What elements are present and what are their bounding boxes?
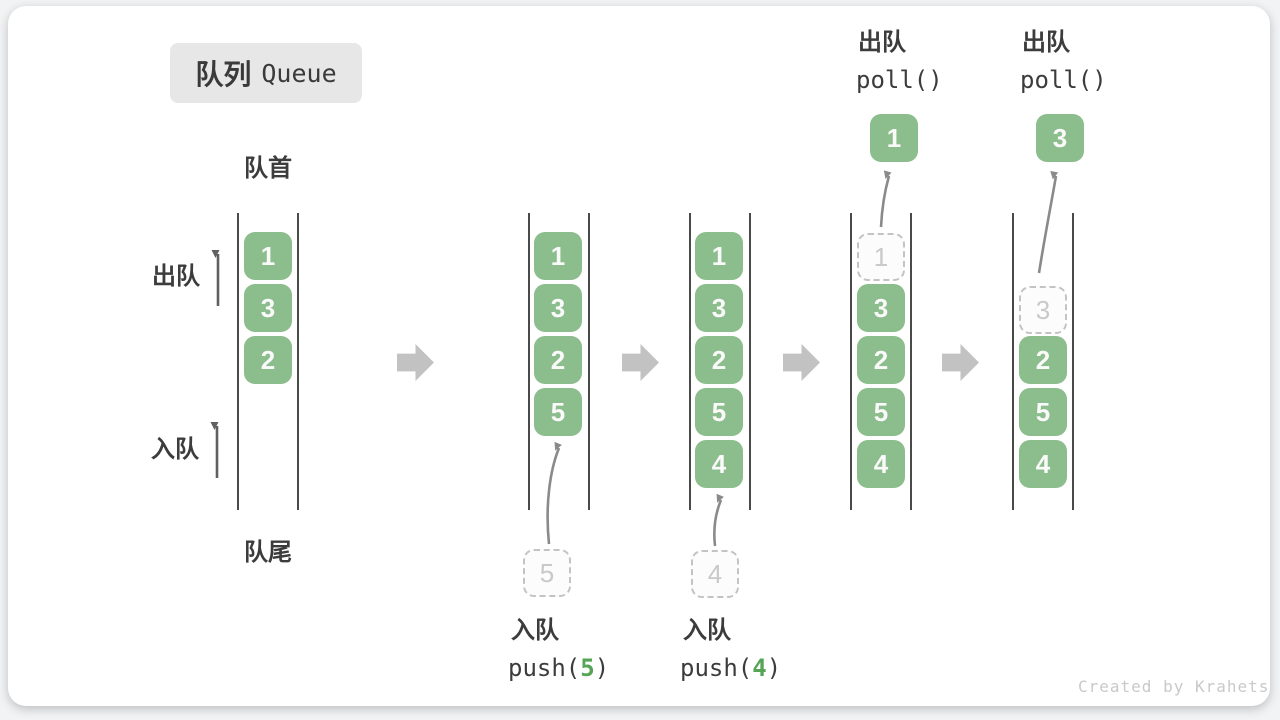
queue-wall <box>850 213 852 510</box>
queue-item: 2 <box>857 336 905 384</box>
queue-wall <box>689 213 691 510</box>
label-queue-front: 队首 <box>244 155 292 182</box>
queue-item: 3 <box>857 284 905 332</box>
queue-item: 3 <box>244 284 292 332</box>
code-arg: 5 <box>580 654 595 682</box>
title-en: Queue <box>261 58 337 88</box>
queue-item: 2 <box>695 336 743 384</box>
removed-item: 1 <box>857 233 905 281</box>
queue-item: 1 <box>695 232 743 280</box>
queue-wall <box>1012 213 1014 510</box>
queue-item: 4 <box>857 440 905 488</box>
caption-enqueue-code: push(4) <box>680 654 781 682</box>
popped-item: 1 <box>870 114 918 162</box>
caption-enqueue-title: 入队 <box>511 617 559 644</box>
queue-wall <box>749 213 751 510</box>
queue-item: 2 <box>534 336 582 384</box>
queue-wall <box>910 213 912 510</box>
queue-item: 1 <box>534 232 582 280</box>
label-dequeue-side: 出队 <box>152 263 200 290</box>
title-zh: 队列 <box>195 59 252 90</box>
incoming-item: 4 <box>691 550 739 598</box>
caption-enqueue-code: push(5) <box>508 654 609 682</box>
label-queue-rear: 队尾 <box>244 539 292 566</box>
queue-item: 5 <box>857 388 905 436</box>
queue-wall <box>297 213 299 510</box>
queue-item: 1 <box>244 232 292 280</box>
caption-dequeue-code: poll() <box>856 66 943 94</box>
title-badge: 队列 Queue <box>170 43 362 103</box>
popped-item: 3 <box>1036 114 1084 162</box>
queue-wall <box>237 213 239 510</box>
queue-wall <box>1072 213 1074 510</box>
queue-item: 2 <box>1019 336 1067 384</box>
queue-item: 4 <box>1019 440 1067 488</box>
queue-item: 5 <box>534 388 582 436</box>
queue-item: 4 <box>695 440 743 488</box>
queue-item: 3 <box>695 284 743 332</box>
caption-enqueue-title: 入队 <box>683 617 731 644</box>
code-pre: push( <box>508 654 581 682</box>
queue-item: 2 <box>244 336 292 384</box>
code-pre: push( <box>680 654 753 682</box>
caption-dequeue-code: poll() <box>1020 66 1107 94</box>
caption-dequeue-title: 出队 <box>1022 29 1070 56</box>
queue-item: 5 <box>695 388 743 436</box>
queue-wall <box>528 213 530 510</box>
code-post: ) <box>766 654 782 682</box>
incoming-item: 5 <box>523 549 571 597</box>
queue-item: 5 <box>1019 388 1067 436</box>
watermark: Created by Krahets <box>1078 677 1270 696</box>
code-post: ) <box>594 654 610 682</box>
removed-item: 3 <box>1019 286 1067 334</box>
code-arg: 4 <box>752 654 767 682</box>
caption-dequeue-title: 出队 <box>858 29 906 56</box>
queue-item: 3 <box>534 284 582 332</box>
queue-wall <box>588 213 590 510</box>
label-enqueue-side: 入队 <box>151 436 199 463</box>
